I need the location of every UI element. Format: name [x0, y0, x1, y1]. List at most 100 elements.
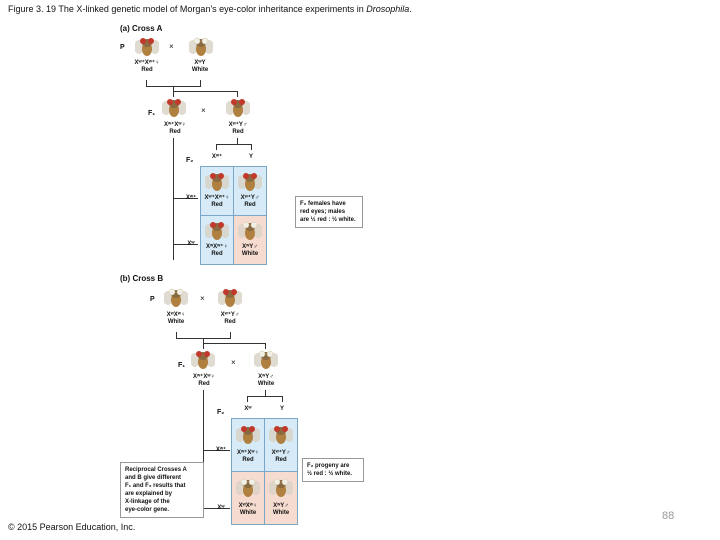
- cross-b-f1-female-label: Xʷ⁺Xʷ♀Red: [181, 374, 227, 388]
- cross-a-f2-col-1: Xʷ⁺: [211, 154, 223, 160]
- fly-white-eyed-icon: [236, 476, 260, 498]
- genotype: XʷY♂: [273, 503, 289, 509]
- punnett-cell: XʷXʷ♀White: [231, 471, 265, 525]
- genotype: Xʷ⁺Xʷ⁺♀: [134, 60, 160, 66]
- phenotype: Red: [242, 457, 254, 463]
- caption-species: Drosophila: [366, 4, 410, 14]
- phenotype: White: [167, 319, 185, 325]
- fly-red-eyed-icon: [205, 219, 229, 241]
- fly-white-eyed-icon: [269, 476, 293, 498]
- cross-b-f2-col-2: Y: [279, 406, 284, 412]
- fly-red-eyed-icon: [135, 35, 159, 57]
- cell-label: XʷY♂White: [265, 503, 297, 517]
- genotype: XʷY♂: [242, 244, 258, 250]
- punnett-cell: Xʷ⁺Y♂Red: [233, 166, 267, 216]
- punnett-cell: Xʷ⁺Xʷ♀Red: [231, 418, 265, 472]
- cross-b-title: (b) Cross B: [120, 274, 164, 283]
- cross-a-f2-callout: F₂ females have red eyes; males are ½ re…: [295, 196, 363, 228]
- fly-red-eyed-icon: [205, 170, 229, 192]
- cross-b-f2-row-1: Xʷ⁺: [215, 447, 227, 453]
- genotype: Xʷ⁺Xʷ⁺♀: [204, 195, 230, 201]
- note-line: and B give different: [125, 475, 182, 481]
- phenotype: Red: [275, 457, 287, 463]
- cell-label: Xʷ⁺Xʷ♀Red: [232, 450, 264, 464]
- fly-red-eyed-icon: [269, 423, 293, 445]
- fly-white-eyed-icon: [238, 219, 262, 241]
- note-line: are explained by: [125, 491, 173, 497]
- fly-red-eyed-icon: [226, 96, 250, 118]
- callout-line: ½ red : ½ white.: [307, 471, 353, 477]
- cross-b-f2-callout: F₂ progeny are ½ red : ½ white.: [302, 458, 364, 482]
- punnett-cell: XʷY♂White: [264, 471, 298, 525]
- cross-b-p-label: P: [150, 296, 155, 303]
- cross-b-f2-row-2: Xʷ: [217, 505, 225, 511]
- phenotype: White: [272, 510, 290, 516]
- cross-a-p-female-label: Xʷ⁺Xʷ⁺♀Red: [125, 60, 169, 74]
- phenotype: Red: [232, 129, 244, 135]
- genotype: XʷY: [194, 60, 206, 66]
- genotype: Xʷ⁺Y♂: [220, 312, 240, 318]
- cell-label: Xʷ⁺Y♂Red: [265, 450, 297, 464]
- cross-symbol: ×: [231, 358, 236, 367]
- fly-red-eyed-icon: [236, 423, 260, 445]
- cross-b-f2-col-1: Xʷ: [244, 406, 252, 412]
- cross-symbol: ×: [169, 42, 174, 51]
- figure-caption: Figure 3. 19 The X-linked genetic model …: [8, 4, 412, 14]
- cross-a-f2-row-1: Xʷ⁺: [185, 195, 197, 201]
- fly-white-eyed-icon: [164, 286, 188, 308]
- phenotype: Red: [169, 129, 181, 135]
- cross-a-f1-female-label: Xʷ⁺Xʷ♀Red: [152, 122, 198, 136]
- fly-red-eyed-icon: [191, 348, 215, 370]
- cross-a-p-label: P: [120, 44, 125, 51]
- phenotype: White: [191, 67, 209, 73]
- callout-line: F₂ progeny are: [307, 463, 350, 469]
- cross-a-f1-label: F₁: [148, 110, 156, 117]
- phenotype: Red: [198, 381, 210, 387]
- phenotype: Red: [224, 319, 236, 325]
- phenotype: Red: [141, 67, 153, 73]
- caption-prefix: Figure 3. 19 The X-linked genetic model …: [8, 4, 367, 14]
- cell-label: XʷXʷ⁺♀Red: [201, 244, 233, 258]
- punnett-cell: Xʷ⁺Xʷ⁺♀Red: [200, 166, 234, 216]
- copyright-notice: © 2015 Pearson Education, Inc.: [8, 522, 136, 532]
- cell-label: Xʷ⁺Xʷ⁺♀Red: [201, 195, 233, 209]
- page-number: 88: [662, 510, 675, 522]
- genotype: Xʷ⁺Xʷ♀: [164, 122, 186, 128]
- genotype: XʷXʷ♀: [238, 503, 258, 509]
- note-line: Reciprocal Crosses A: [125, 467, 187, 473]
- cross-b-f1-label: F₁: [178, 362, 186, 369]
- note-line: eye-color gene.: [125, 507, 170, 513]
- punnett-cell: XʷXʷ⁺♀Red: [200, 215, 234, 265]
- cross-b-p-female-label: XʷXʷ♀White: [154, 312, 198, 326]
- phenotype: White: [239, 510, 257, 516]
- cross-symbol: ×: [200, 294, 205, 303]
- callout-line: are ½ red : ½ white.: [300, 217, 356, 223]
- cross-a-f2-row-2: Xʷ: [187, 241, 195, 247]
- note-line: X-linkage of the: [125, 499, 170, 505]
- cross-a-title: (a) Cross A: [120, 24, 163, 33]
- punnett-cell: XʷY♂White: [233, 215, 267, 265]
- fly-white-eyed-icon: [189, 35, 213, 57]
- phenotype: Red: [244, 202, 256, 208]
- fly-red-eyed-icon: [238, 170, 262, 192]
- note-line: F₁ and F₂ results that: [125, 483, 186, 489]
- fly-red-eyed-icon: [218, 286, 242, 308]
- cell-label: XʷY♂White: [234, 244, 266, 258]
- phenotype: Red: [211, 202, 223, 208]
- genotype: Xʷ⁺Y♂: [271, 450, 291, 456]
- genotype: Xʷ⁺Y♂: [228, 122, 248, 128]
- fly-red-eyed-icon: [162, 96, 186, 118]
- cross-b-f1-male-label: XʷY♂White: [244, 374, 288, 388]
- genotype: Xʷ⁺Xʷ♀: [237, 450, 259, 456]
- callout-line: red eyes; males: [300, 209, 346, 215]
- phenotype: White: [257, 381, 275, 387]
- genotype: Xʷ⁺Y♂: [240, 195, 260, 201]
- cross-a-f1-male-label: Xʷ⁺Y♂Red: [216, 122, 260, 136]
- punnett-cell: Xʷ⁺Y♂Red: [264, 418, 298, 472]
- genotype: XʷXʷ♀: [166, 312, 186, 318]
- callout-line: F₂ females have: [300, 201, 346, 207]
- reciprocal-crosses-note: Reciprocal Crosses A and B give differen…: [120, 462, 204, 518]
- cell-label: Xʷ⁺Y♂Red: [234, 195, 266, 209]
- genotype: XʷY♂: [258, 374, 274, 380]
